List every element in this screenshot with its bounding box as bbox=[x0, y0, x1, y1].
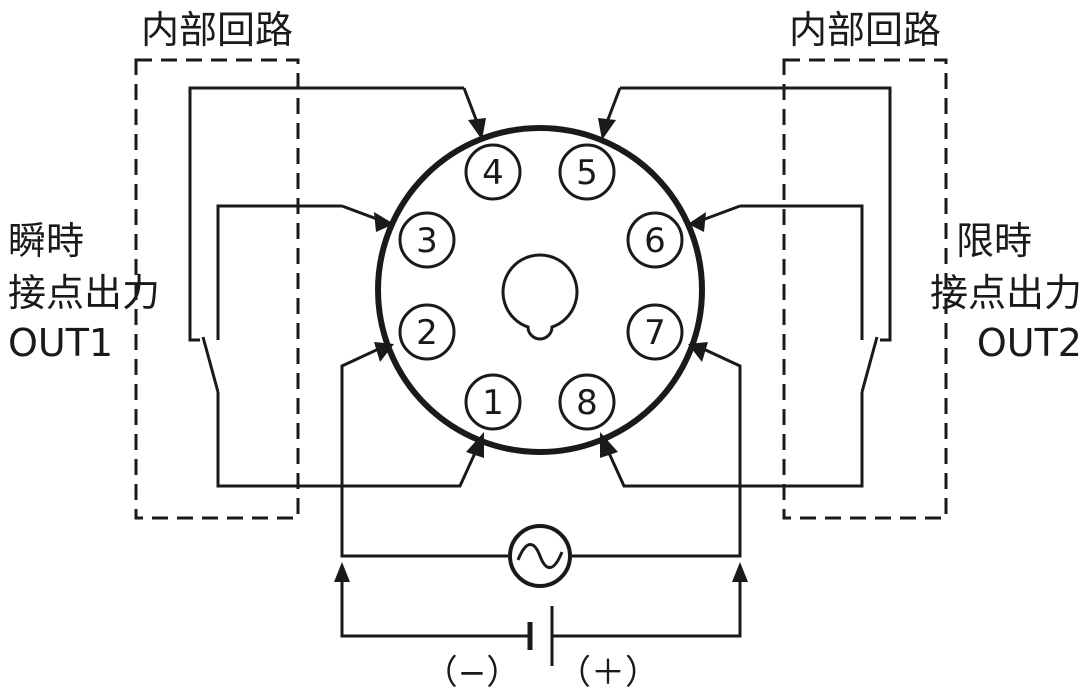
left-output-line2: 接点出力 bbox=[8, 271, 160, 315]
internal-circuit-box-left bbox=[134, 58, 300, 520]
pin-3-circle bbox=[398, 211, 456, 269]
internal-circuit-title-left: 内部回路 bbox=[141, 8, 293, 52]
ac-wave-icon bbox=[516, 543, 564, 569]
wire-pin1-left bbox=[216, 392, 482, 488]
pin-6[interactable]: 6 bbox=[626, 211, 684, 269]
arrow-pin4 bbox=[468, 118, 486, 140]
pin-7-label: 7 bbox=[644, 313, 666, 353]
arrow-pin2 bbox=[374, 342, 394, 362]
right-contact-wiring bbox=[602, 86, 892, 488]
polarity-plus-label: （＋） bbox=[557, 653, 659, 693]
pin-8-label: 8 bbox=[576, 383, 598, 423]
switch-blade-left bbox=[201, 336, 220, 393]
arrow-pin3 bbox=[374, 212, 394, 232]
ac-source bbox=[508, 524, 572, 588]
internal-circuit-box-right bbox=[782, 58, 948, 520]
pin-2-circle bbox=[398, 303, 456, 361]
right-output-line1: 限時 bbox=[956, 219, 1032, 263]
pin-5[interactable]: 5 bbox=[558, 143, 616, 201]
pin-1-label: 1 bbox=[482, 383, 504, 423]
wire-dc-plus bbox=[552, 578, 742, 638]
pin-2[interactable]: 2 bbox=[398, 303, 456, 361]
arrow-pin8 bbox=[600, 432, 618, 458]
socket-key bbox=[501, 253, 579, 341]
left-output-line3: OUT1 bbox=[8, 321, 113, 365]
arrow-pin7 bbox=[688, 342, 708, 362]
wire-pin5-right bbox=[620, 86, 892, 342]
right-output-label: 限時 接点出力 OUT2 bbox=[930, 219, 1082, 365]
arrow-pin6 bbox=[688, 212, 706, 232]
arrow-pin1 bbox=[466, 432, 484, 458]
power-wiring bbox=[340, 344, 742, 666]
arrow-dc-minus bbox=[334, 562, 350, 582]
arrowheads bbox=[334, 118, 748, 582]
wire-pin2-supply bbox=[340, 344, 508, 558]
pin-4-label: 4 bbox=[482, 153, 504, 193]
left-output-line1: 瞬時 bbox=[8, 219, 84, 263]
pin-1-circle bbox=[464, 373, 522, 431]
switch-blade-right bbox=[860, 336, 879, 393]
pin-7-circle bbox=[626, 303, 684, 361]
polarity-minus-label: （−） bbox=[424, 653, 521, 693]
pin-3[interactable]: 3 bbox=[398, 211, 456, 269]
pin-4-circle bbox=[464, 143, 522, 201]
right-output-line3: OUT2 bbox=[977, 321, 1082, 365]
pin-6-circle bbox=[626, 211, 684, 269]
wire-pin3-left bbox=[216, 204, 342, 340]
pin-2-label: 2 bbox=[416, 313, 438, 353]
wire-pin7-supply bbox=[572, 344, 742, 558]
wire-pin8-right bbox=[602, 392, 864, 488]
right-output-line2: 接点出力 bbox=[930, 271, 1082, 315]
internal-circuit-title-right: 内部回路 bbox=[789, 8, 941, 52]
arrow-dc-plus bbox=[732, 562, 748, 582]
wire-pin4-left bbox=[188, 86, 464, 342]
arrow-pin5 bbox=[598, 118, 616, 140]
wire-pin6-right bbox=[740, 204, 864, 340]
socket-circle bbox=[375, 125, 705, 455]
left-contact-wiring bbox=[188, 86, 482, 488]
pin-5-circle bbox=[558, 143, 616, 201]
pin-6-label: 6 bbox=[644, 221, 666, 261]
pin-5-label: 5 bbox=[576, 153, 598, 193]
pin-4[interactable]: 4 bbox=[464, 143, 522, 201]
pin-8[interactable]: 8 bbox=[558, 373, 616, 431]
pin-1[interactable]: 1 bbox=[464, 373, 522, 431]
pin-7[interactable]: 7 bbox=[626, 303, 684, 361]
pin-3-label: 3 bbox=[416, 221, 438, 261]
left-output-label: 瞬時 接点出力 OUT1 bbox=[8, 219, 160, 365]
pin-8-circle bbox=[558, 373, 616, 431]
wire-dc-minus bbox=[340, 578, 530, 638]
